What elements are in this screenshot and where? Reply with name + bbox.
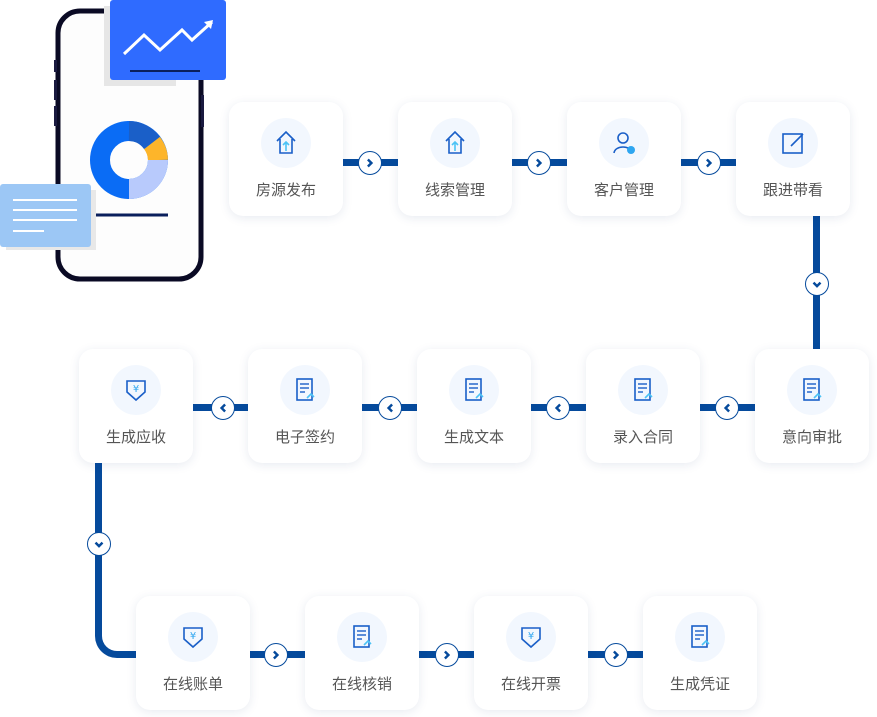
chevron-right-icon: [697, 151, 721, 175]
edit-icon: [768, 118, 818, 168]
phone-illustration: [0, 0, 230, 290]
step-card-3[interactable]: 客户管理: [567, 102, 681, 216]
voucher-icon: [675, 612, 725, 662]
receivable-icon: ¥: [111, 365, 161, 415]
svg-text:¥: ¥: [190, 631, 196, 642]
chevron-right-icon: [435, 643, 459, 667]
svg-text:¥: ¥: [133, 384, 139, 395]
chevron-right-icon: [527, 151, 551, 175]
step-card-13[interactable]: 生成凭证: [643, 596, 757, 710]
chevron-left-icon: [546, 396, 570, 420]
step-label: 线索管理: [424, 181, 485, 199]
connector-line-down-2: [95, 460, 145, 658]
chevron-down-icon: [805, 272, 829, 296]
step-label: 生成凭证: [669, 675, 730, 693]
e-sign-doc-icon: [280, 365, 330, 415]
step-label: 客户管理: [593, 181, 654, 199]
chevron-left-icon: [211, 396, 235, 420]
step-card-5[interactable]: 意向审批: [755, 349, 869, 463]
chevron-right-icon: [604, 643, 628, 667]
step-card-2[interactable]: 线索管理: [398, 102, 512, 216]
step-label: 在线账单: [162, 675, 223, 693]
chevron-right-icon: [264, 643, 288, 667]
svg-text:¥: ¥: [528, 631, 534, 642]
step-card-8[interactable]: 电子签约: [248, 349, 362, 463]
house-settings-icon: [430, 118, 480, 168]
customer-icon: [599, 118, 649, 168]
step-card-10[interactable]: ¥ 在线账单: [136, 596, 250, 710]
step-card-11[interactable]: 在线核销: [305, 596, 419, 710]
step-label: 意向审批: [781, 428, 842, 446]
step-card-7[interactable]: 生成文本: [417, 349, 531, 463]
chevron-down-icon: [87, 532, 111, 556]
step-label: 在线核销: [331, 675, 392, 693]
write-off-icon: [337, 612, 387, 662]
invoice-icon: ¥: [506, 612, 556, 662]
step-card-1[interactable]: 房源发布: [229, 102, 343, 216]
house-upload-icon: [261, 118, 311, 168]
doc-check-icon: [449, 365, 499, 415]
step-label: 在线开票: [500, 675, 561, 693]
step-label: 生成文本: [443, 428, 504, 446]
step-label: 生成应收: [105, 428, 166, 446]
chevron-left-icon: [378, 396, 402, 420]
contract-edit-icon: [618, 365, 668, 415]
step-label: 跟进带看: [762, 181, 823, 199]
step-label: 电子签约: [274, 428, 335, 446]
bill-monitor-icon: ¥: [168, 612, 218, 662]
step-card-9[interactable]: ¥ 生成应收: [79, 349, 193, 463]
chevron-left-icon: [715, 396, 739, 420]
step-label: 录入合同: [612, 428, 673, 446]
chevron-right-icon: [358, 151, 382, 175]
step-card-6[interactable]: 录入合同: [586, 349, 700, 463]
step-label: 房源发布: [255, 181, 316, 199]
approval-doc-icon: [787, 365, 837, 415]
step-card-4[interactable]: 跟进带看: [736, 102, 850, 216]
step-card-12[interactable]: ¥ 在线开票: [474, 596, 588, 710]
